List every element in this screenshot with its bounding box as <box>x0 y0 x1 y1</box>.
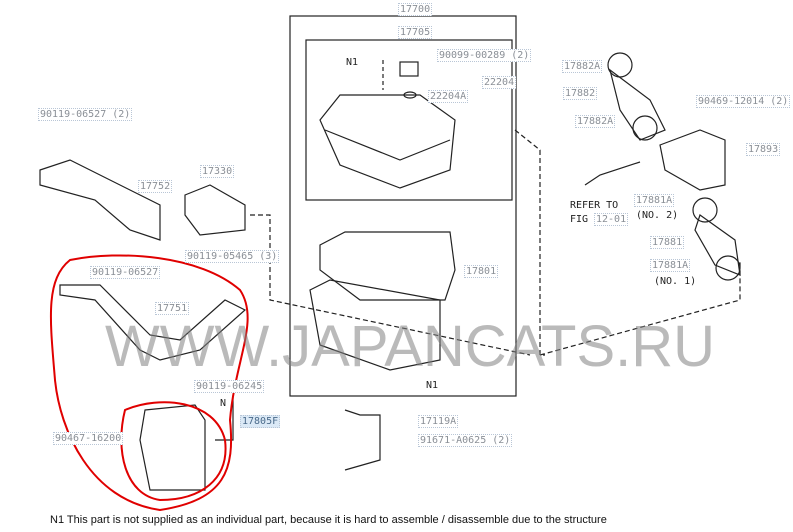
label-91671-a0625[interactable]: 91671-A0625 (2) <box>418 434 513 447</box>
red-highlight-circle-outer <box>49 254 249 512</box>
label-no2: (NO. 2) <box>636 210 679 221</box>
duct-17751 <box>59 284 247 361</box>
part-17330 <box>184 184 246 236</box>
resonator-17893 <box>659 129 726 191</box>
hose-17882 <box>609 68 666 141</box>
assembly-box-17700 <box>289 15 517 397</box>
label-17752[interactable]: 17752 <box>138 180 173 193</box>
label-90469-12014[interactable]: 90469-12014 (2) <box>696 95 791 108</box>
assembly-box-17705 <box>305 39 513 201</box>
label-fig: FIG <box>570 214 589 225</box>
label-no1: (NO. 1) <box>654 276 697 287</box>
clamp-17882a-bot <box>632 115 658 141</box>
label-17705[interactable]: 17705 <box>398 26 433 39</box>
hose-17881 <box>694 214 741 276</box>
label-90467-16200[interactable]: 90467-16200 <box>53 432 124 445</box>
label-17330[interactable]: 17330 <box>200 165 235 178</box>
label-n1-top: N1 <box>346 57 359 68</box>
oring-22204a <box>403 91 417 99</box>
pipe <box>584 161 641 186</box>
clamp-17882a-top <box>607 52 633 78</box>
air-cleaner-case <box>309 279 441 371</box>
label-17882[interactable]: 17882 <box>563 87 598 100</box>
label-n: N <box>220 398 227 409</box>
clamp-17881a-no1 <box>715 255 741 281</box>
leader-17805f <box>215 395 234 441</box>
label-17881a-no2[interactable]: 17881A <box>634 194 675 207</box>
label-90119-05465[interactable]: 90119-05465 (3) <box>185 250 280 263</box>
label-17751[interactable]: 17751 <box>155 302 190 315</box>
dashed-leader-right <box>514 129 545 356</box>
label-22204a[interactable]: 22204A <box>428 90 469 103</box>
label-17882a-top[interactable]: 17882A <box>562 60 603 73</box>
label-refer-to: REFER TO <box>570 200 619 211</box>
air-filter-17801 <box>319 231 456 301</box>
label-90119-06527[interactable]: 90119-06527 <box>90 266 161 279</box>
watermark: WWW.JAPANCATS.RU <box>105 314 716 379</box>
label-17700[interactable]: 17700 <box>398 3 433 16</box>
sensor-22204 <box>399 61 419 77</box>
label-90119-06527-2[interactable]: 90119-06527 (2) <box>38 108 133 121</box>
red-highlight-circle-inner <box>120 401 227 502</box>
dashed-leader <box>250 214 531 356</box>
clamp-17881a-no2 <box>692 197 718 223</box>
label-17893[interactable]: 17893 <box>746 143 781 156</box>
label-17805f[interactable]: 17805F <box>240 415 281 428</box>
bracket-17119a <box>344 409 381 471</box>
resonator-17805f <box>139 404 206 491</box>
link-fig-12-01[interactable]: 12-01 <box>594 213 629 226</box>
label-17801[interactable]: 17801 <box>464 265 499 278</box>
label-17882a-bottom[interactable]: 17882A <box>575 115 616 128</box>
label-90099-00289[interactable]: 90099-00289 (2) <box>437 49 532 62</box>
label-n1-bottom: N1 <box>426 380 439 391</box>
footnote: N1 This part is not supplied as an indiv… <box>50 514 607 526</box>
label-90119-06245[interactable]: 90119-06245 <box>194 380 265 393</box>
air-cleaner-cap <box>319 94 456 189</box>
cap-edge <box>324 129 451 161</box>
label-17881a-no1[interactable]: 17881A <box>650 259 691 272</box>
label-17119a[interactable]: 17119A <box>418 415 459 428</box>
label-22204[interactable]: 22204 <box>482 76 517 89</box>
duct-17752 <box>39 159 161 241</box>
label-17881[interactable]: 17881 <box>650 236 685 249</box>
